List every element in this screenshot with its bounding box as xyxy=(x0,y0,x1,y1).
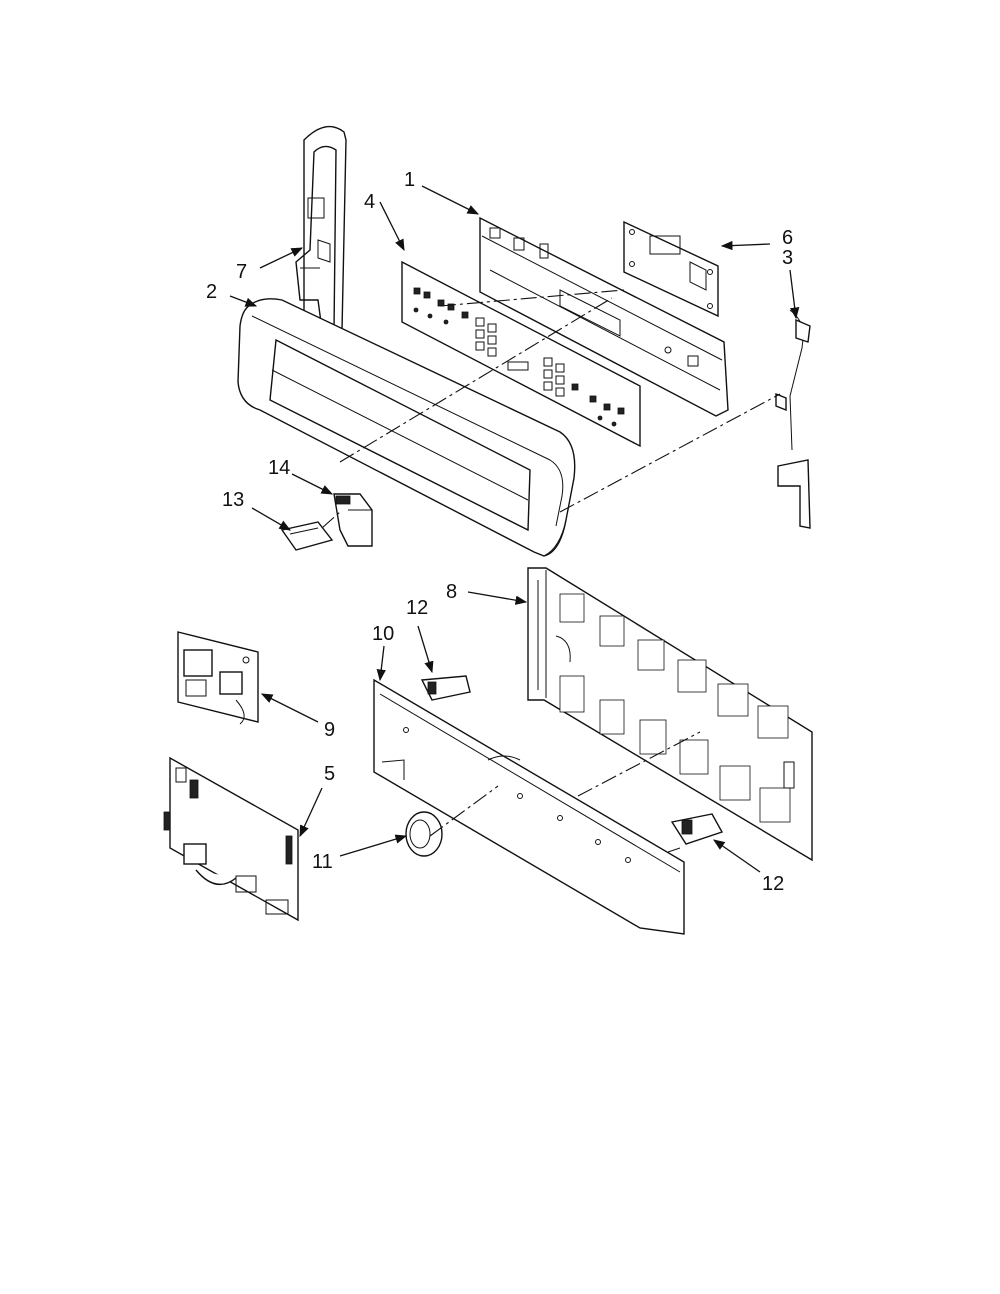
callout-13: 13 xyxy=(222,489,244,511)
part-12-clip-lower xyxy=(667,813,724,853)
part-2-console-housing xyxy=(237,298,576,557)
part-5-main-board xyxy=(163,756,299,922)
part-3-bracket xyxy=(775,309,811,529)
callout-9: 9 xyxy=(324,719,335,741)
callout-12-lower: 12 xyxy=(762,873,784,895)
callout-10: 10 xyxy=(372,623,394,645)
part-14-switch xyxy=(333,493,373,547)
callout-arrows xyxy=(229,185,800,873)
part-8-rear-panel xyxy=(527,567,813,862)
part-12-clip-upper xyxy=(420,675,471,701)
part-4-control-overlay xyxy=(401,260,641,448)
callout-14: 14 xyxy=(268,457,290,479)
part-9-relay-board xyxy=(177,631,259,725)
part-10-lower-rail xyxy=(373,678,685,935)
callout-4: 4 xyxy=(364,191,375,213)
callout-8: 8 xyxy=(446,581,457,603)
callout-2: 2 xyxy=(206,281,217,303)
part-13-clip xyxy=(280,521,334,551)
callout-5: 5 xyxy=(324,763,335,785)
overlay-button-grid xyxy=(413,287,625,427)
part-1-panel-bracket xyxy=(479,216,729,417)
vent-grille xyxy=(555,593,795,823)
callout-1: 1 xyxy=(404,169,415,191)
callout-6: 6 xyxy=(782,227,793,249)
assembly-lines xyxy=(321,289,781,837)
part-7-side-trim xyxy=(295,125,347,333)
part-6-control-board xyxy=(623,220,719,318)
callout-3: 3 xyxy=(782,247,793,269)
callout-12-upper: 12 xyxy=(406,597,428,619)
part-11-plug xyxy=(405,811,443,857)
callout-11: 11 xyxy=(312,851,333,873)
callout-7: 7 xyxy=(236,261,247,283)
callout-labels: 1 2 3 4 5 6 7 8 9 10 11 12 12 13 14 xyxy=(206,169,793,895)
